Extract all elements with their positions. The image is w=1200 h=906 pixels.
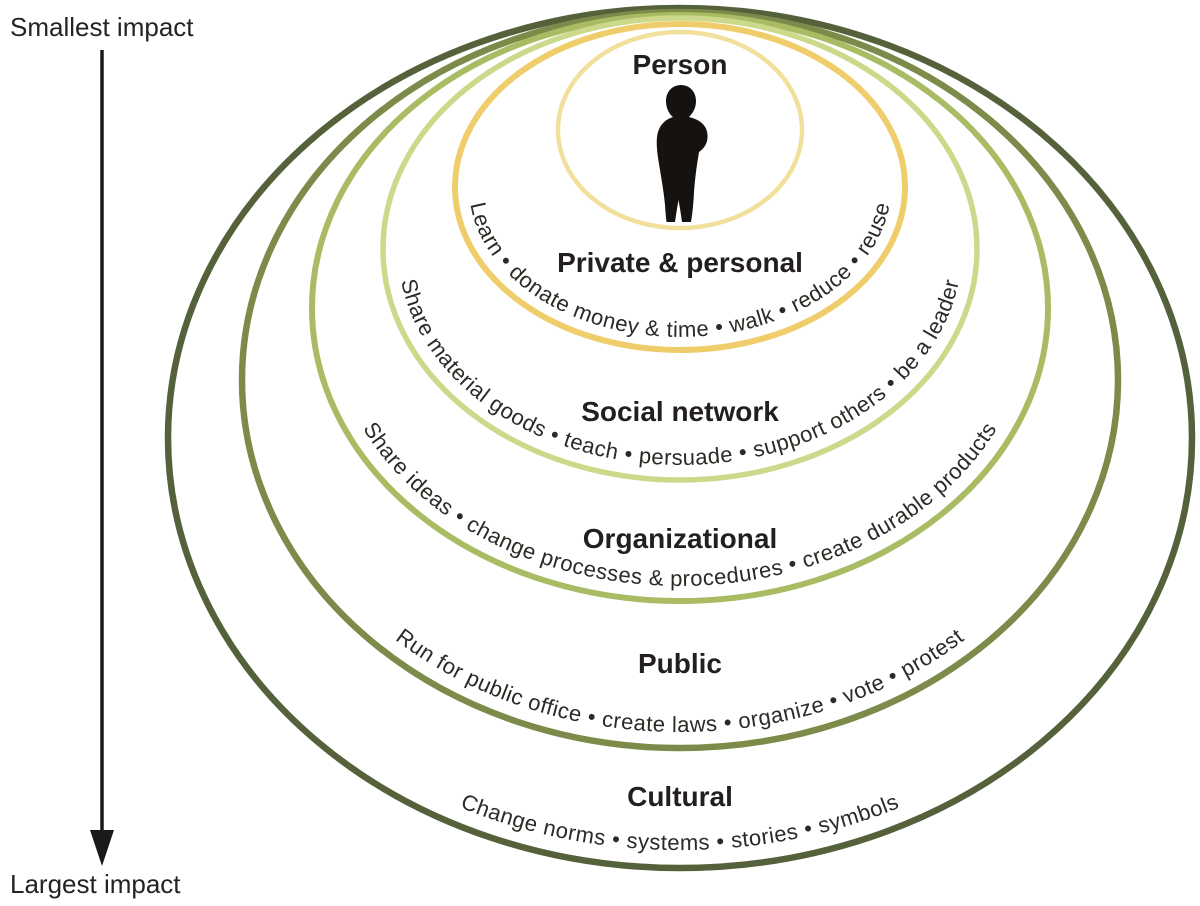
ring-actions-organizational: Share ideas • change processes & procedu… (358, 417, 1001, 591)
impact-axis: Smallest impact Largest impact (10, 12, 194, 899)
ring-actions-public: Run for public office • create laws • or… (392, 623, 969, 737)
ring-label-public: Public (638, 648, 722, 679)
ring-social-network (380, 15, 980, 483)
ring-cultural (164, 4, 1196, 872)
ring-private-personal (452, 21, 908, 353)
rings-group (164, 4, 1196, 872)
ring-label-cultural: Cultural (627, 781, 733, 812)
ring-organizational (309, 12, 1051, 604)
ring-labels-group: Person Private & personal Social network… (557, 49, 803, 812)
largest-impact-label: Largest impact (10, 869, 181, 899)
ring-label-organizational: Organizational (583, 523, 777, 554)
smallest-impact-label: Smallest impact (10, 12, 194, 42)
ring-actions-social-network: Share material goods • teach • persuade … (396, 276, 964, 470)
ring-label-person: Person (633, 49, 728, 80)
axis-arrow-head-icon (90, 830, 114, 866)
ring-person (555, 29, 805, 231)
ring-label-private-personal: Private & personal (557, 247, 803, 278)
ring-label-social-network: Social network (581, 396, 779, 427)
person-silhouette-icon (656, 85, 708, 222)
